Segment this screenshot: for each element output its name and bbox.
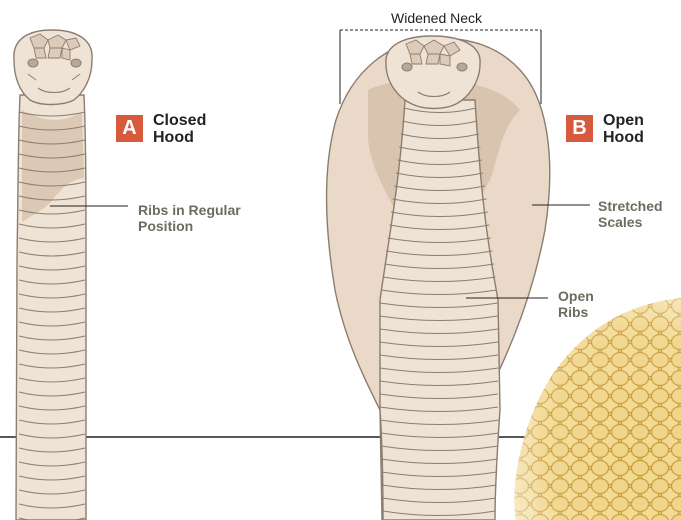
closed-hood-snake: [14, 30, 92, 520]
widened-neck-label: Widened Neck: [388, 10, 485, 26]
closed-hood-title-line1: Closed: [153, 112, 206, 129]
open-ribs-line1: Open: [558, 288, 594, 304]
open-hood-title-line2: Hood: [603, 129, 644, 146]
ribs-regular-line2: Position: [138, 218, 241, 234]
stretched-scales-callout: Stretched Scales: [598, 198, 663, 230]
stretched-scales-line2: Scales: [598, 214, 663, 230]
open-ribs-callout: Open Ribs: [558, 288, 594, 320]
stretched-scales-line1: Stretched: [598, 198, 663, 214]
cobra-scales-photo: [514, 298, 681, 520]
open-ribs-line2: Ribs: [558, 304, 594, 320]
badge-b: B: [566, 115, 593, 142]
closed-hood-title-line2: Hood: [153, 129, 206, 146]
open-hood-title: Open Hood: [603, 112, 644, 146]
open-hood-snake: [326, 36, 549, 520]
badge-a: A: [116, 115, 143, 142]
open-hood-title-line1: Open: [603, 112, 644, 129]
ribs-regular-callout: Ribs in Regular Position: [138, 202, 241, 234]
closed-hood-title: Closed Hood: [153, 112, 206, 146]
ribs-regular-line1: Ribs in Regular: [138, 202, 241, 218]
